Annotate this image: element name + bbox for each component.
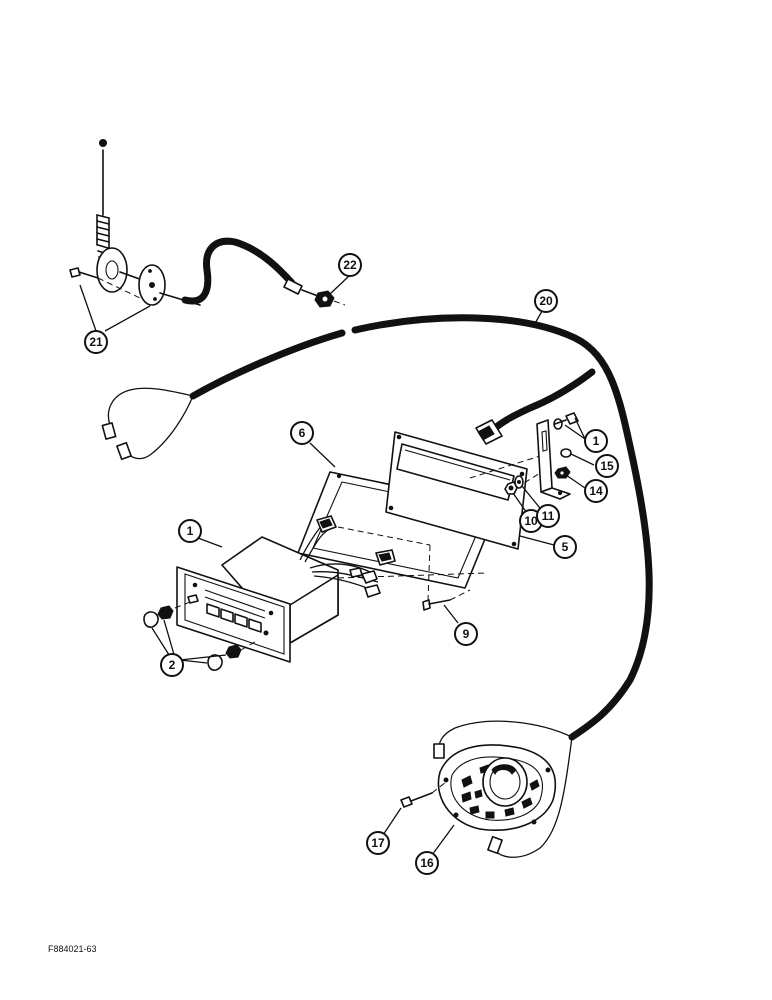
knob-nut-left: [157, 605, 174, 620]
speaker-terminal-left-b: [116, 441, 132, 461]
svg-text:15: 15: [600, 459, 614, 473]
nut-10: [504, 481, 518, 495]
callout-1a: 1: [584, 429, 608, 453]
bracket-nut: [554, 448, 572, 479]
knob-shaft-left: [187, 594, 199, 604]
callout-22: 22: [338, 253, 362, 277]
antenna-base: [96, 247, 128, 293]
svg-text:5: 5: [562, 540, 569, 554]
trim-plate: [385, 431, 528, 550]
harness-connector: [475, 419, 503, 445]
harness-main-section: [351, 314, 653, 741]
callout-leaders: [79, 275, 595, 856]
callout-9: 9: [454, 622, 478, 646]
knob-nut-right: [225, 644, 242, 659]
antenna-assembly: [69, 139, 346, 308]
knob-left: [143, 611, 159, 628]
radio-rear-connector-a: [316, 515, 337, 533]
callout-17: 17: [366, 831, 390, 855]
speaker-screw: [400, 781, 447, 808]
radio-preset-buttons: [206, 603, 262, 633]
callout-20: 20: [534, 289, 558, 313]
callout-5: 5: [553, 535, 577, 559]
antenna-screw: [69, 267, 99, 279]
callout-14: 14: [584, 479, 608, 503]
mounting-bracket: [536, 419, 571, 500]
antenna-spring: [96, 214, 110, 261]
svg-text:11: 11: [542, 509, 555, 523]
svg-text:21: 21: [89, 335, 103, 349]
harness-left-section: [189, 329, 346, 400]
harness-wire-left-a: [107, 387, 194, 426]
wiring-harness: [101, 314, 653, 858]
callout-6: 6: [290, 421, 314, 445]
knob-right: [207, 654, 223, 671]
svg-text:2: 2: [169, 658, 176, 672]
radio-unit: [176, 515, 396, 663]
callout-11: 11: [536, 504, 560, 528]
antenna-nut: [314, 290, 335, 308]
radio-wire-plug-c: [364, 584, 381, 598]
figure-id: F884021-63: [48, 944, 97, 954]
svg-text:1: 1: [593, 434, 600, 448]
speaker-vents: [461, 764, 540, 819]
svg-text:22: 22: [343, 258, 357, 272]
svg-text:9: 9: [463, 627, 470, 641]
svg-text:10: 10: [524, 514, 538, 528]
bracket-screw: [553, 412, 579, 430]
svg-text:14: 14: [589, 484, 603, 498]
knobs: [143, 594, 259, 671]
harness-radio-branch: [491, 368, 596, 432]
svg-text:6: 6: [299, 426, 306, 440]
harness-wire-speaker-b: [494, 736, 573, 858]
callout-2: 2: [160, 653, 184, 677]
svg-text:16: 16: [420, 856, 434, 870]
harness-wire-speaker-a: [438, 720, 573, 751]
callout-21: 21: [84, 330, 108, 354]
antenna-lead-cable: [181, 237, 296, 305]
speaker-terminal-b: [487, 835, 503, 855]
svg-text:1: 1: [187, 524, 194, 538]
antenna-tip: [99, 139, 107, 147]
screw-9: [422, 589, 471, 611]
svg-text:17: 17: [371, 836, 385, 850]
speaker-terminal-left-a: [101, 422, 117, 440]
callout-16: 16: [415, 851, 439, 875]
radio-rear-connector-b: [375, 549, 396, 566]
speaker-terminal-a: [433, 743, 445, 759]
antenna-lead-connector: [283, 278, 303, 295]
washer-11: [514, 475, 524, 489]
harness-wire-left-b: [124, 395, 194, 460]
speaker: [437, 744, 557, 831]
radio-wire-plug-a: [361, 570, 378, 584]
callout-1b: 1: [178, 519, 202, 543]
radio-wire-plug-b: [349, 567, 363, 578]
trim-plate-opening: [396, 443, 515, 501]
svg-text:20: 20: [539, 294, 553, 308]
callout-15: 15: [595, 454, 619, 478]
